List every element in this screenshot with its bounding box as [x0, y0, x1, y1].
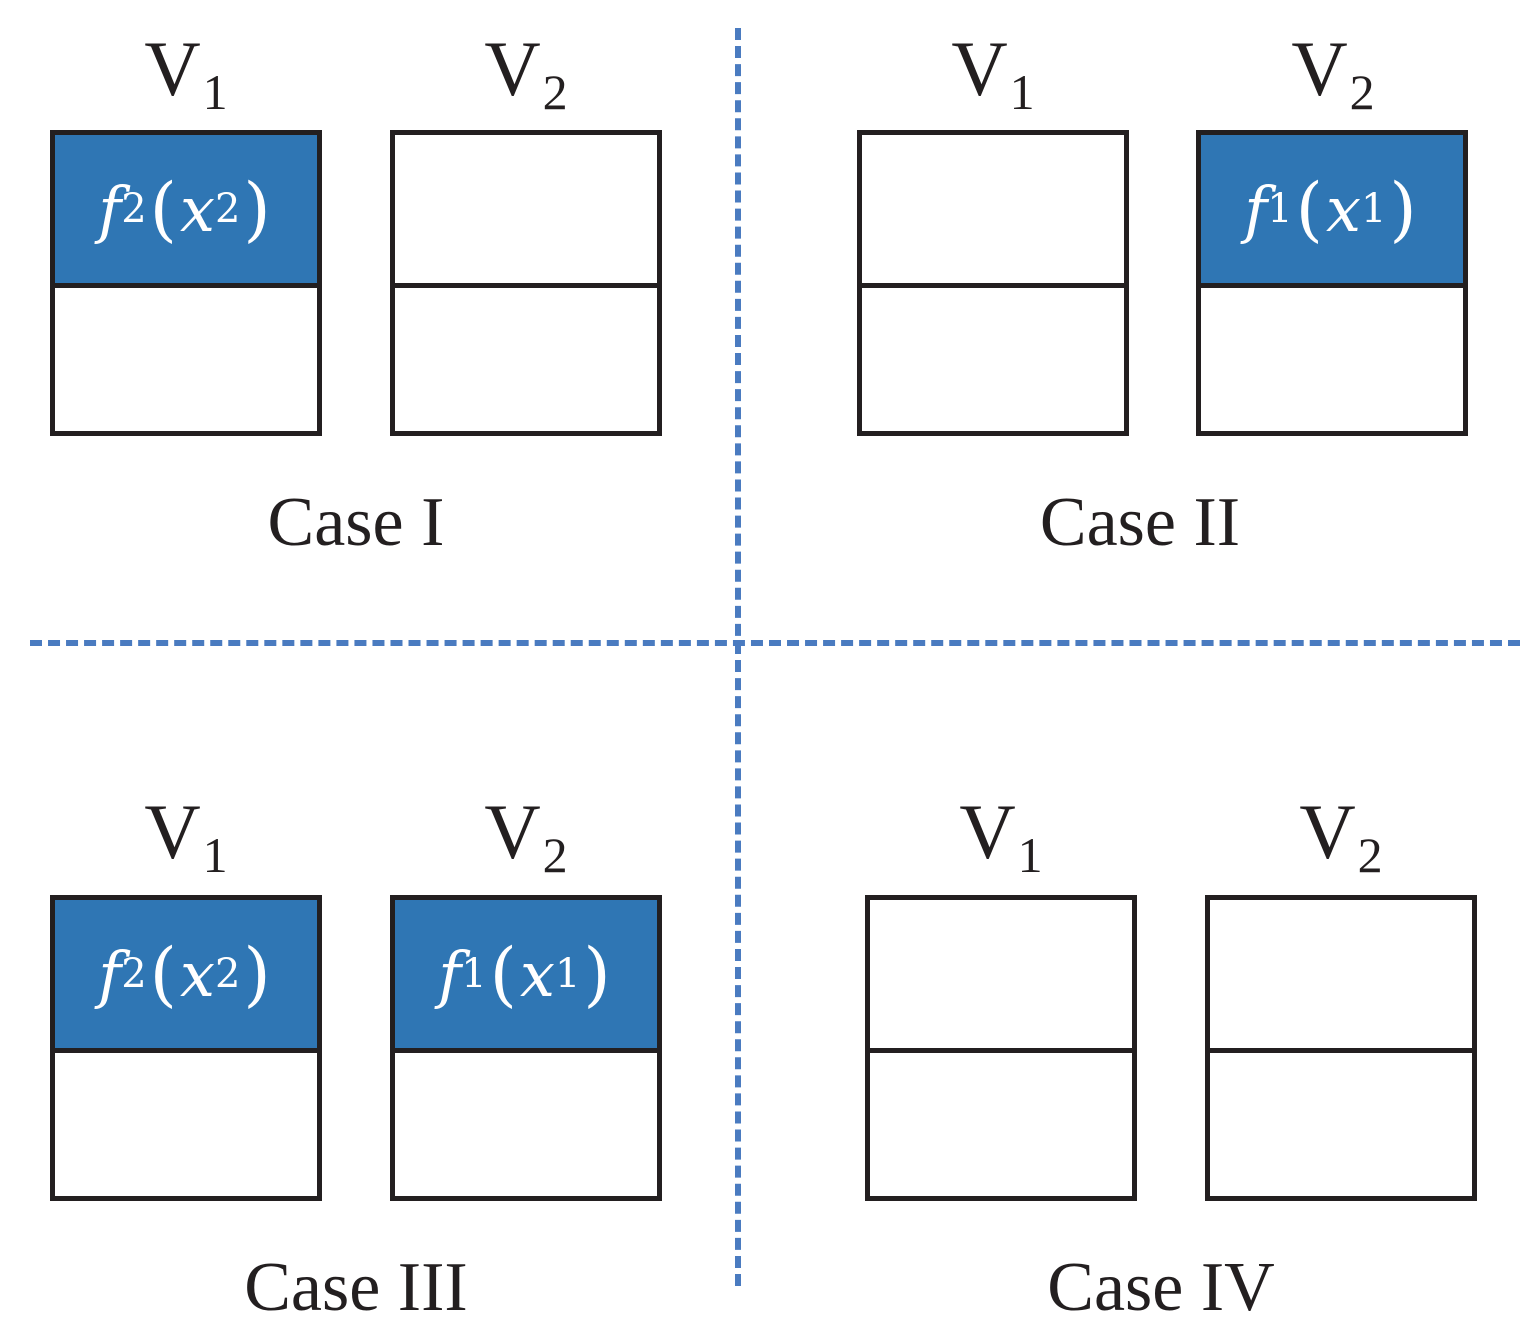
bottom-cell [1210, 1053, 1472, 1196]
top-cell [395, 135, 657, 288]
top-cell [870, 900, 1132, 1053]
vessel-label-v2: V2 [1299, 788, 1383, 883]
vertical-divider [735, 28, 741, 1286]
bottom-cell [1201, 288, 1463, 431]
horizontal-divider [30, 640, 1520, 646]
bottom-cell [55, 1053, 317, 1196]
bottom-cell [55, 288, 317, 431]
vessel-box-v1 [857, 130, 1129, 436]
panel-case-4: V1 V2 Case IV [775, 665, 1535, 1325]
bottom-cell [395, 288, 657, 431]
vessel-label-v1: V1 [144, 788, 228, 883]
bottom-cell [395, 1053, 657, 1196]
bottom-cell [870, 1053, 1132, 1196]
top-cell [862, 135, 1124, 288]
vessel-label-v2: V2 [484, 788, 568, 883]
vessel-label-v1: V1 [959, 788, 1043, 883]
case-caption: Case I [267, 484, 445, 561]
bottom-cell [862, 288, 1124, 431]
case-caption: Case IV [1047, 1249, 1275, 1326]
top-cell [1210, 900, 1472, 1053]
case-caption: Case II [1039, 484, 1241, 561]
vessel-box-v2 [1205, 895, 1477, 1201]
vessel-label-v2: V2 [1291, 25, 1375, 120]
vessel-label-v2: V2 [484, 25, 568, 120]
vessel-box-v1 [865, 895, 1137, 1201]
vessel-label-v1: V1 [144, 25, 228, 120]
vessel-box-v2 [390, 130, 662, 436]
vessel-label-v1: V1 [951, 25, 1035, 120]
case-caption: Case III [244, 1249, 468, 1326]
